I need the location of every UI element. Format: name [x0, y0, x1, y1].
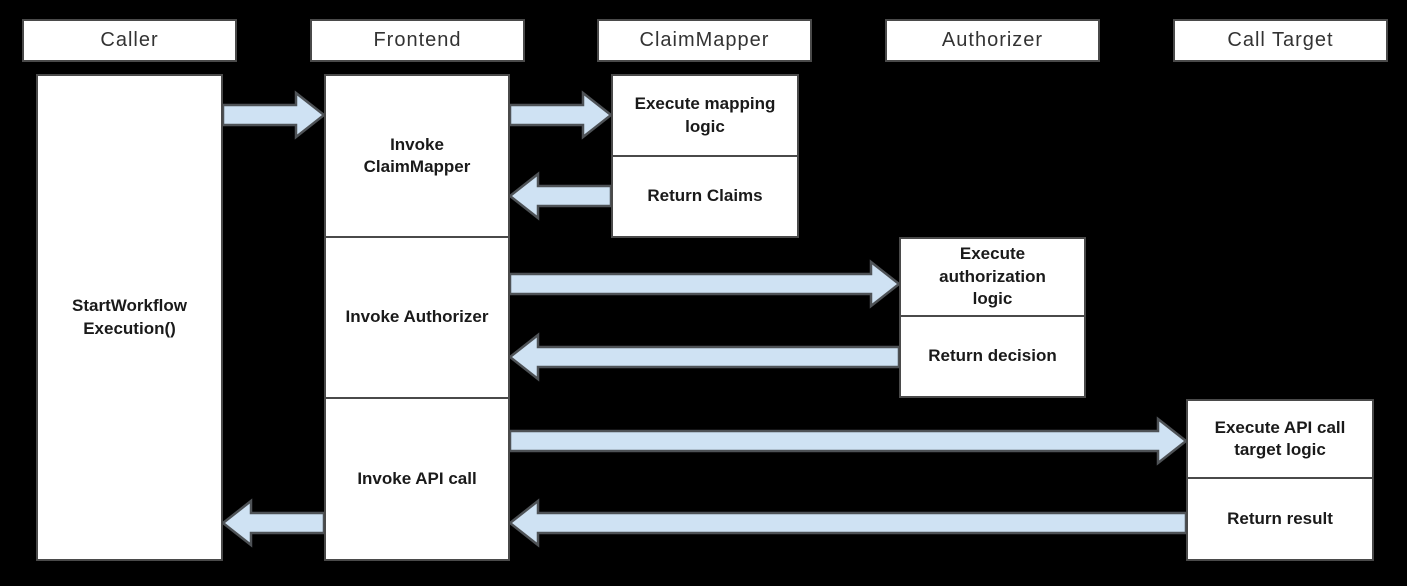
arrow-frontend-to-claimmapper	[508, 90, 614, 140]
arrow-calltarget-return-to-frontend	[507, 498, 1188, 548]
step-return-claims: Return Claims	[611, 155, 799, 238]
step-execute-mapping-logic: Execute mapping logic	[611, 74, 799, 157]
lane-header-frontend: Frontend	[310, 19, 525, 62]
step-invoke-api-call: Invoke API call	[324, 397, 510, 561]
lane-header-caller-label: Caller	[100, 29, 159, 51]
lane-header-claimmapper: ClaimMapper	[597, 19, 812, 62]
lane-header-calltarget: Call Target	[1173, 19, 1388, 62]
step-invoke-claimmapper: Invoke ClaimMapper	[324, 74, 510, 238]
step-start-workflow-execution-label: StartWorkflow Execution()	[72, 296, 187, 338]
step-return-result-label: Return result	[1227, 508, 1333, 528]
lane-header-claimmapper-label: ClaimMapper	[639, 29, 770, 51]
arrow-authorizer-return-to-frontend	[507, 332, 901, 382]
lane-header-calltarget-label: Call Target	[1227, 29, 1334, 51]
step-start-workflow-execution: StartWorkflow Execution()	[36, 74, 223, 561]
step-invoke-authorizer: Invoke Authorizer	[324, 236, 510, 399]
lane-header-authorizer: Authorizer	[885, 19, 1100, 62]
step-invoke-api-call-label: Invoke API call	[357, 468, 477, 488]
step-execute-api-call-target-logic: Execute API call target logic	[1186, 399, 1374, 479]
step-execute-mapping-logic-label: Execute mapping logic	[634, 94, 776, 136]
step-return-decision: Return decision	[899, 315, 1086, 398]
arrow-frontend-to-calltarget	[508, 416, 1189, 466]
arrow-frontend-to-authorizer	[508, 259, 902, 309]
step-return-claims-label: Return Claims	[647, 186, 763, 206]
step-execute-authorization-logic: Execute authorization logic	[899, 237, 1086, 317]
step-execute-api-call-target-logic-label: Execute API call target logic	[1214, 417, 1346, 459]
lane-header-frontend-label: Frontend	[373, 29, 462, 51]
arrow-caller-to-frontend	[221, 90, 327, 140]
step-execute-authorization-logic-label: Execute authorization logic	[939, 244, 1046, 309]
lane-header-caller: Caller	[22, 19, 237, 62]
arrow-frontend-return-to-caller	[220, 498, 326, 548]
step-invoke-authorizer-label: Invoke Authorizer	[345, 307, 489, 327]
step-return-result: Return result	[1186, 477, 1374, 561]
step-invoke-claimmapper-label: Invoke ClaimMapper	[363, 134, 471, 176]
step-return-decision-label: Return decision	[928, 346, 1057, 366]
arrow-claimmapper-return-to-frontend	[507, 171, 613, 221]
lane-header-authorizer-label: Authorizer	[941, 29, 1044, 51]
